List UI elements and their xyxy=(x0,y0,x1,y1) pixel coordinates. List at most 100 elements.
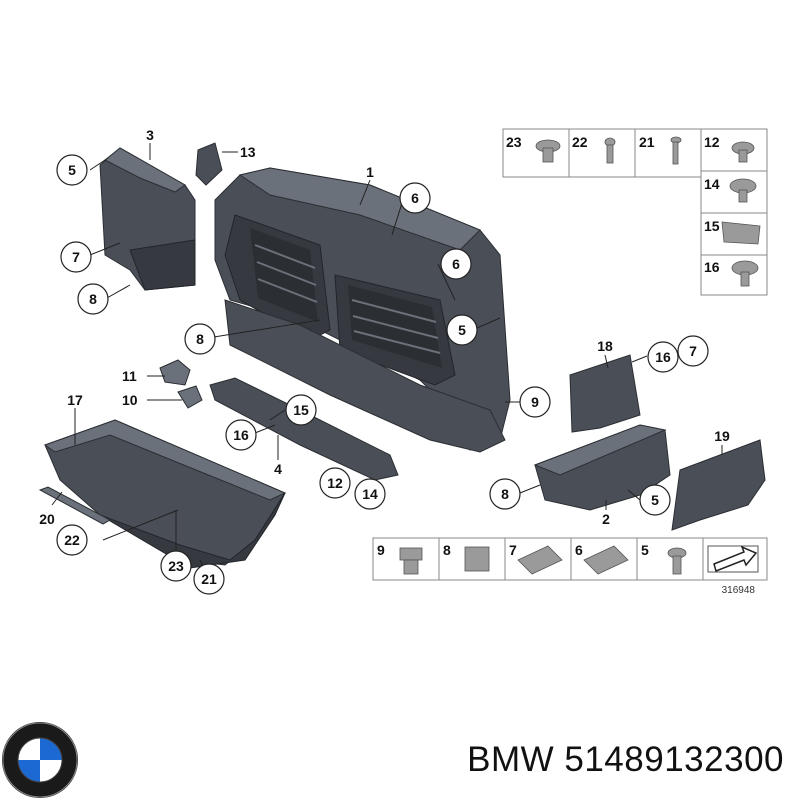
callout-19: 19 xyxy=(714,428,730,444)
svg-text:4: 4 xyxy=(274,461,282,477)
callout-22: 22 xyxy=(56,524,88,556)
arrow-icon xyxy=(707,545,759,573)
legend-12: 12 xyxy=(704,134,720,150)
part-13-cap xyxy=(195,142,223,186)
legend-21: 21 xyxy=(639,134,655,150)
bmw-logo xyxy=(2,722,78,798)
part-17-underbody-panel xyxy=(43,419,287,569)
svg-text:6: 6 xyxy=(452,256,460,272)
part-4-strip xyxy=(209,377,399,481)
fastener-8-icon xyxy=(464,546,490,572)
part-10-clip xyxy=(177,385,203,409)
callout-20: 20 xyxy=(39,511,55,527)
callout-5-duct: 5 xyxy=(56,154,88,186)
svg-text:16: 16 xyxy=(233,427,249,443)
legend-15: 15 xyxy=(704,218,720,234)
legend-23: 23 xyxy=(506,134,522,150)
svg-text:11: 11 xyxy=(122,368,137,384)
drawing-number: 316948 xyxy=(722,585,756,596)
callout-16-duct: 16 xyxy=(647,341,679,373)
part-2-lower-duct xyxy=(533,424,671,511)
svg-text:23: 23 xyxy=(168,558,184,574)
part-19-side-panel xyxy=(671,439,766,531)
callout-11: 11 xyxy=(122,368,137,384)
callout-8-duct: 8 xyxy=(77,283,109,315)
legend-6: 6 xyxy=(575,542,583,558)
svg-text:9: 9 xyxy=(531,394,539,410)
callout-12-strip: 12 xyxy=(319,467,351,499)
svg-text:7: 7 xyxy=(689,343,697,359)
svg-text:15: 15 xyxy=(293,402,309,418)
callout-6-frame: 6 xyxy=(440,248,472,280)
svg-text:2: 2 xyxy=(602,511,610,527)
legend-9: 9 xyxy=(377,542,385,558)
svg-text:6: 6 xyxy=(411,190,419,206)
callout-1: 1 xyxy=(366,164,374,180)
callout-18: 18 xyxy=(597,338,613,354)
legend-7: 7 xyxy=(509,542,517,558)
svg-text:17: 17 xyxy=(67,392,83,408)
svg-text:3: 3 xyxy=(146,127,154,143)
part-1-radiator-frame xyxy=(214,167,511,453)
svg-text:8: 8 xyxy=(196,331,204,347)
legend-14: 14 xyxy=(704,176,720,192)
svg-text:20: 20 xyxy=(39,511,55,527)
svg-text:5: 5 xyxy=(458,322,466,338)
svg-text:13: 13 xyxy=(240,144,256,160)
fastener-15-icon xyxy=(721,221,761,245)
part-20-strip xyxy=(38,486,112,525)
part-3-air-duct-left xyxy=(99,147,196,291)
svg-text:18: 18 xyxy=(597,338,613,354)
svg-text:8: 8 xyxy=(501,486,509,502)
fastener-23-icon xyxy=(535,139,561,163)
svg-text:22: 22 xyxy=(64,532,80,548)
svg-text:1: 1 xyxy=(366,164,374,180)
callout-9-frame: 9 xyxy=(519,386,551,418)
callout-3: 3 xyxy=(146,127,154,143)
legend-8: 8 xyxy=(443,542,451,558)
svg-text:14: 14 xyxy=(362,486,378,502)
callout-21: 21 xyxy=(193,563,225,595)
svg-text:21: 21 xyxy=(201,571,217,587)
svg-text:8: 8 xyxy=(89,291,97,307)
callout-2: 2 xyxy=(602,511,610,527)
svg-text:10: 10 xyxy=(122,392,138,408)
fastener-legend-top: 23 22 21 12 14 15 16 xyxy=(502,128,768,296)
callout-8-lower-duct: 8 xyxy=(489,478,521,510)
callout-23: 23 xyxy=(160,550,192,582)
fastener-7-icon xyxy=(517,545,563,575)
svg-text:5: 5 xyxy=(68,162,76,178)
callout-5-frame: 5 xyxy=(446,314,478,346)
callout-15: 15 xyxy=(285,394,317,426)
fastener-16-icon xyxy=(731,260,759,287)
fastener-legend-bottom: 9 8 7 6 5 xyxy=(372,537,768,581)
callout-4: 4 xyxy=(274,461,282,477)
svg-text:16: 16 xyxy=(655,349,671,365)
svg-text:12: 12 xyxy=(327,475,343,491)
svg-text:7: 7 xyxy=(72,249,80,265)
part-11-bracket xyxy=(159,359,191,386)
callout-8-frame: 8 xyxy=(184,323,216,355)
callout-16-strip: 16 xyxy=(225,419,257,451)
callout-6-top: 6 xyxy=(399,182,431,214)
callout-7-duct-right: 7 xyxy=(677,335,709,367)
fastener-5-icon xyxy=(667,547,687,575)
legend-22: 22 xyxy=(572,134,588,150)
part-18-duct xyxy=(569,354,641,433)
legend-5: 5 xyxy=(641,542,649,558)
brand-name: BMW xyxy=(467,740,555,779)
svg-text:5: 5 xyxy=(651,492,659,508)
callout-17: 17 xyxy=(67,392,83,408)
callout-5-lower-duct: 5 xyxy=(639,484,671,516)
callout-13: 13 xyxy=(240,144,256,160)
fastener-14-icon xyxy=(729,178,757,203)
fastener-21-icon xyxy=(670,136,682,165)
svg-text:19: 19 xyxy=(714,428,730,444)
legend-16: 16 xyxy=(704,259,720,275)
fastener-22-icon xyxy=(604,137,616,164)
callout-10: 10 xyxy=(122,392,138,408)
fastener-6-icon xyxy=(583,545,629,575)
callout-14-strip: 14 xyxy=(354,478,386,510)
fastener-9-icon xyxy=(399,547,423,575)
